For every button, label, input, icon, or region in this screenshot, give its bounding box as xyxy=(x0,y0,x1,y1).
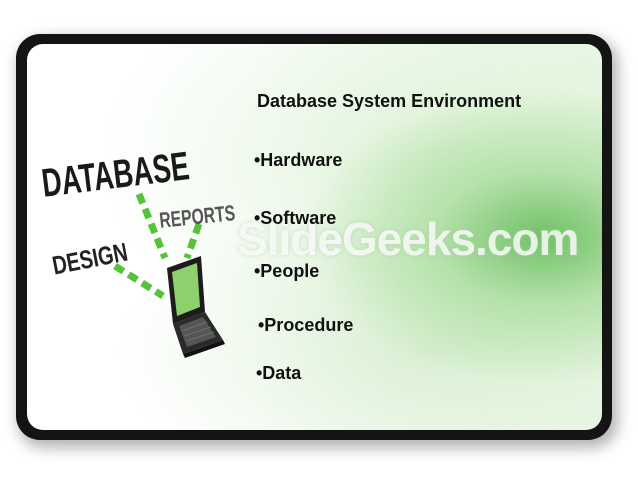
bullet-procedure: •Procedure xyxy=(258,315,354,335)
bullet-software: •Software xyxy=(254,208,337,228)
laptop-icon xyxy=(167,256,225,358)
slide-title: Database System Environment xyxy=(257,91,522,111)
word-design: DESIGN xyxy=(50,237,130,281)
word-reports: REPORTS xyxy=(158,200,236,233)
slide-panel: SlideGeeks.com DATABASE REPORTS DESIGN xyxy=(27,44,602,430)
bullet-people: •People xyxy=(254,261,320,281)
database-illustration: DATABASE REPORTS DESIGN xyxy=(39,144,236,358)
word-database: DATABASE xyxy=(39,144,191,206)
watermark: SlideGeeks.com xyxy=(237,213,579,265)
connector-reports xyxy=(183,222,203,260)
connector-design xyxy=(113,263,165,299)
bullet-data: •Data xyxy=(256,363,302,383)
connector-database xyxy=(135,192,169,260)
bullet-hardware: •Hardware xyxy=(254,150,343,170)
